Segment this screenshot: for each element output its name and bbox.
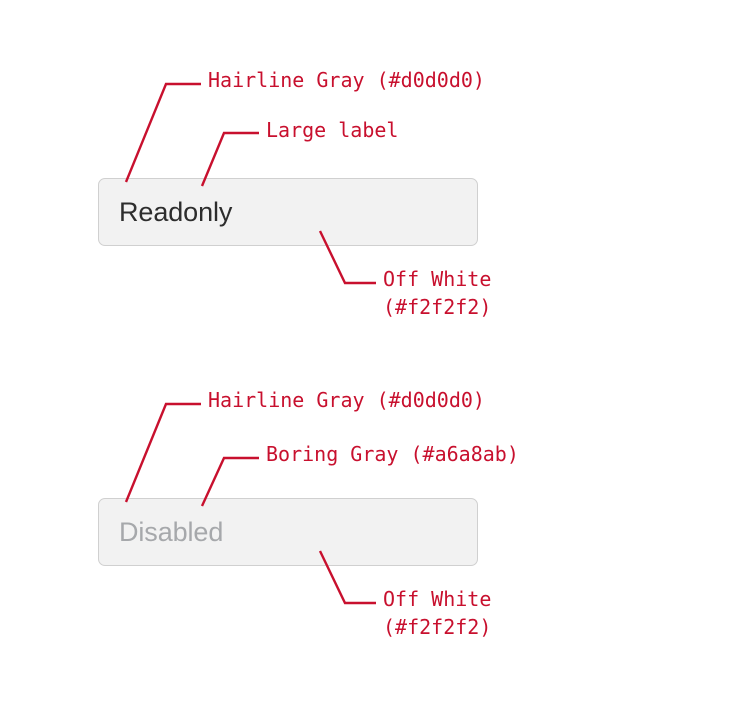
readonly-input-value: Readonly [119,196,233,227]
annotation-disabled-text-color: Boring Gray (#a6a8ab) [266,442,519,466]
annotation-disabled-border: Hairline Gray (#d0d0d0) [208,388,485,412]
annotation-readonly-large-label: Large label [266,118,399,142]
annotation-readonly-border: Hairline Gray (#d0d0d0) [208,68,485,92]
disabled-input-field[interactable]: Disabled [98,498,478,566]
annotation-readonly-fill: Off White (#f2f2f2) [383,267,492,319]
leader-disabled-border [124,402,201,503]
annotation-disabled-fill: Off White (#f2f2f2) [383,587,492,639]
disabled-input-value: Disabled [119,516,224,547]
leader-readonly-border [124,82,201,183]
readonly-input-field[interactable]: Readonly [98,178,478,246]
